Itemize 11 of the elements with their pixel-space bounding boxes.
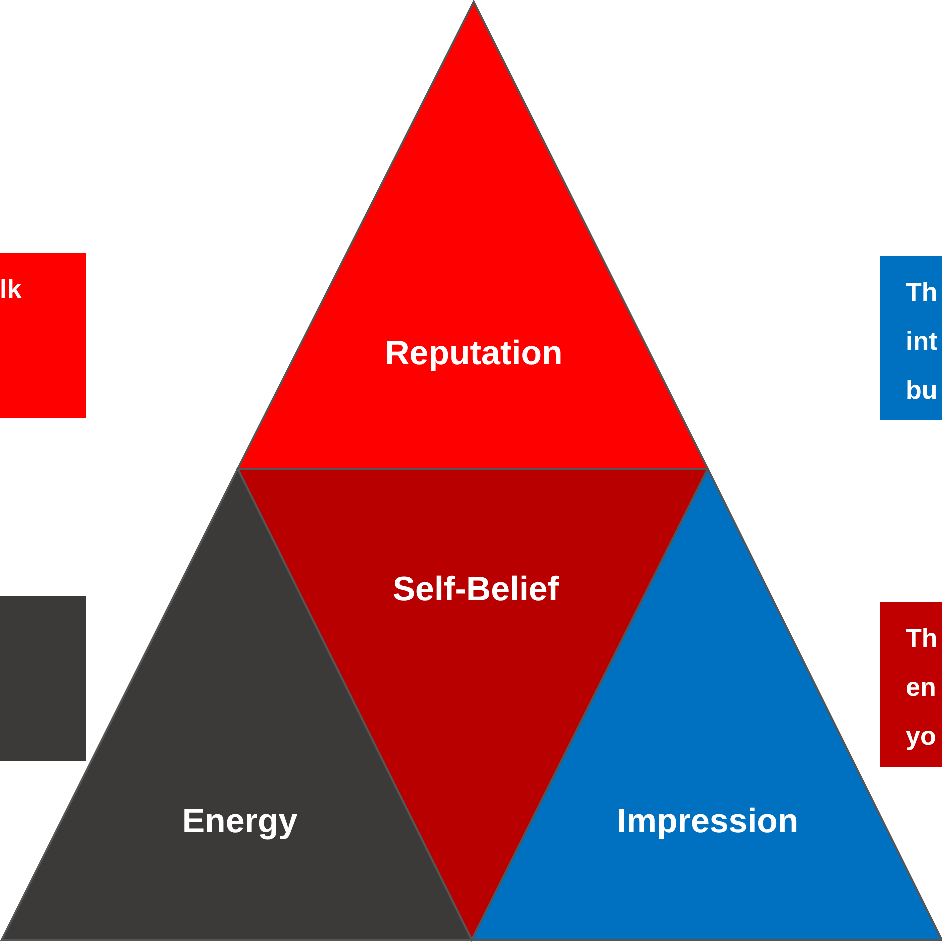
text-box [0,253,86,418]
text-box [880,602,942,767]
segment-label: Impression [617,802,799,842]
segment-label: Self-Belief [392,570,560,610]
color-box [0,596,86,761]
segment-label: Reputation [385,334,563,374]
box-text: Th int bu [906,276,938,407]
text-box [880,256,942,420]
segment-label: Energy [182,802,298,842]
box-text: Th en yo [906,622,938,753]
box-text: lk [0,273,22,306]
